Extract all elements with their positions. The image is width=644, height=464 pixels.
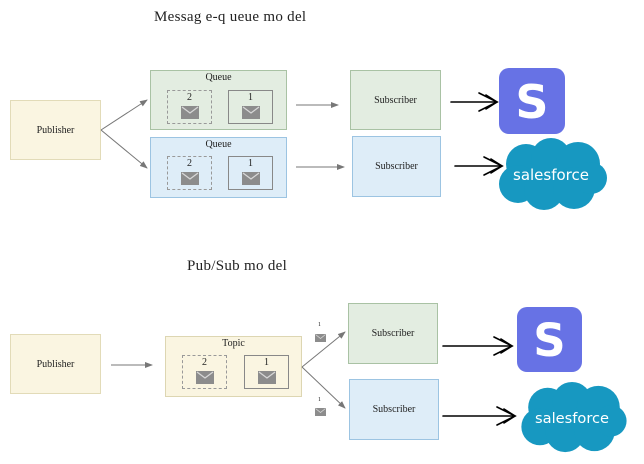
arrow-publisher-to-queue	[100, 99, 148, 131]
envelope-icon	[196, 371, 214, 384]
pubsub-title: Pub/Sub mo del	[187, 258, 288, 274]
salesforce-logo: salesforce	[521, 381, 627, 453]
subscriber-label: Subscriber	[375, 161, 418, 172]
subscriber-box: Subscriber	[352, 136, 441, 197]
stripe-logo-letter: S	[533, 314, 565, 367]
message-number: 1	[248, 92, 253, 103]
message-item: 2	[167, 156, 212, 190]
subscriber-label: Subscriber	[371, 328, 415, 339]
subscriber-box: Subscriber	[348, 303, 438, 364]
envelope-icon	[242, 106, 260, 119]
queue-label: Queue	[205, 139, 232, 150]
subscriber-box: Subscriber	[349, 379, 439, 440]
arrow-topic-to-subscriber	[301, 366, 346, 409]
envelope-icon	[181, 106, 199, 119]
arrow-publisher-to-queue	[100, 129, 148, 169]
delivered-message-number: 1	[318, 397, 321, 403]
queue-box: Queue 2 1	[150, 70, 287, 130]
envelope-icon	[315, 408, 326, 416]
subscriber-label: Subscriber	[374, 94, 417, 106]
delivered-message-number: 1	[318, 322, 321, 328]
subscriber-box: Subscriber	[350, 70, 441, 130]
delivery-arrow	[442, 406, 517, 426]
topic-box: Topic 2 1	[165, 336, 302, 397]
publisher-label: Publisher	[36, 124, 75, 136]
arrow-topic-to-subscriber	[301, 331, 346, 368]
envelope-icon	[315, 334, 326, 342]
envelope-icon	[258, 371, 276, 384]
message-item: 1	[228, 90, 273, 124]
message-item: 1	[228, 156, 273, 190]
delivery-arrow	[454, 156, 504, 176]
message-number: 2	[202, 357, 207, 368]
subscriber-label: Subscriber	[372, 404, 416, 415]
stripe-logo-letter: S	[515, 75, 548, 129]
publisher-box: Publisher	[10, 334, 101, 394]
message-number: 1	[264, 357, 269, 368]
message-item: 2	[182, 355, 227, 389]
message-queue-title: Messag e-q ueue mo del	[154, 9, 307, 25]
stripe-logo-bg	[499, 68, 565, 134]
stripe-logo: S	[499, 68, 565, 134]
delivery-arrow	[450, 92, 499, 112]
delivery-arrow	[442, 336, 514, 356]
message-number: 2	[187, 158, 192, 169]
message-number: 1	[248, 158, 253, 169]
salesforce-logo: salesforce	[499, 138, 607, 210]
stripe-logo: S	[517, 307, 582, 372]
envelope-icon	[181, 172, 199, 185]
topic-label: Topic	[222, 338, 245, 349]
queue-box: Queue 2 1	[150, 137, 287, 198]
salesforce-logo-text: salesforce	[535, 410, 609, 427]
publisher-box: Publisher	[10, 100, 101, 160]
publisher-label: Publisher	[36, 358, 75, 370]
salesforce-logo-text: salesforce	[513, 166, 589, 184]
message-item: 2	[167, 90, 212, 124]
queue-label: Queue	[205, 72, 232, 83]
stripe-logo-bg	[517, 307, 582, 372]
message-number: 2	[187, 92, 192, 103]
envelope-icon	[242, 172, 260, 185]
message-item: 1	[244, 355, 289, 389]
